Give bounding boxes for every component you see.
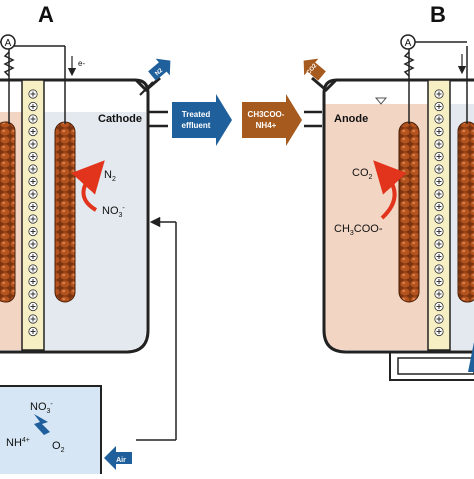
panel-b: B A Anode CO2 CH3COO- CO2: [303, 2, 474, 381]
membrane-ion-plus: [30, 304, 36, 309]
return-arrow-b: [468, 342, 474, 372]
cathode-electrode-b: [457, 121, 474, 303]
bottom-pipe-b: [389, 352, 474, 381]
membrane-ion-plus: [436, 291, 442, 297]
membrane-ion-plus: [436, 179, 442, 184]
membrane-ion-plus: [30, 279, 36, 284]
membrane-ion-plus: [30, 179, 36, 184]
gas-outlet-a-stub: [139, 81, 154, 96]
anode-electrode-b: [398, 121, 420, 303]
aeration-no3: NO3-: [30, 401, 53, 415]
panel-b-letter: B: [430, 2, 446, 27]
membrane-ion-plus: [436, 241, 442, 247]
membrane-a-ions: [28, 89, 38, 337]
species-n2: N2: [104, 169, 116, 183]
membrane-ion-plus: [30, 154, 36, 159]
svg-text:Air: Air: [116, 457, 126, 464]
membrane-ion-plus: [30, 229, 36, 234]
membrane-ion-plus: [30, 291, 36, 297]
gas-outlet-b: [311, 76, 338, 93]
panel-a-letter: A: [38, 2, 54, 27]
membrane-ion-plus: [30, 104, 36, 109]
membrane-ion-plus: [30, 216, 36, 222]
membrane-b-ions: [434, 89, 444, 337]
membrane-ion-plus: [436, 266, 442, 272]
resistor-b: [403, 51, 415, 77]
cathode-label: Cathode: [98, 113, 142, 125]
membrane-ion-plus: [30, 141, 36, 147]
air-arrow: Air: [104, 446, 132, 470]
membrane-ion-plus: [436, 329, 442, 334]
cathode-electrode-a: [54, 121, 76, 303]
membrane-ion-plus: [30, 266, 36, 272]
feed-arrow: CH3COO- NH4+: [242, 94, 302, 146]
gas-arrow-co2: [303, 58, 326, 81]
membrane-ion-plus: [436, 304, 442, 309]
membrane-ion-plus: [436, 154, 442, 159]
membrane-ion-plus: [436, 229, 442, 234]
membrane-ion-plus: [436, 316, 442, 322]
svg-text:N2: N2: [154, 67, 164, 77]
aeration-tank: [0, 385, 102, 479]
membrane-ion-plus: [30, 204, 36, 209]
membrane-ion-plus: [436, 216, 442, 222]
cathode-tank: [0, 78, 150, 354]
membrane-ion-plus: [436, 141, 442, 147]
membrane-ion-plus: [436, 191, 442, 197]
gas-arrow-n2: N2: [148, 58, 171, 81]
species-ch3coo: CH3COO-: [334, 223, 383, 237]
membrane-ion-plus: [436, 279, 442, 284]
membrane-ion-plus: [436, 166, 442, 172]
reaction-arrow-b: [373, 160, 407, 220]
svg-text:CH3COO-: CH3COO-: [248, 110, 285, 119]
reaction-arrow-a: [71, 160, 105, 212]
aeration-nh4: NH4+: [6, 437, 30, 449]
anode-tank: [322, 78, 474, 354]
membrane-ion-plus: [436, 91, 442, 97]
membrane-ion-plus: [30, 129, 36, 134]
aeration-o2: O2: [52, 440, 65, 454]
membrane-ion-plus: [30, 116, 36, 122]
svg-text:Treated: Treated: [182, 110, 211, 119]
ammeter-b-symbol: A: [405, 38, 412, 49]
treated-effluent-arrow: Treated effluent: [172, 94, 232, 146]
membrane-ion-plus: [30, 254, 36, 259]
electron-label-a: e-: [78, 59, 85, 68]
ammeter-a: [0, 34, 16, 50]
aeration-arrow: [34, 414, 50, 435]
svg-text:NH4+: NH4+: [256, 121, 277, 130]
panel-a: A A e- Cathode N2 NO3-: [0, 2, 232, 479]
membrane-ion-plus: [30, 316, 36, 322]
anode-electrode-a: [0, 121, 16, 303]
membrane-ion-plus: [30, 166, 36, 172]
membrane-ion-plus: [436, 204, 442, 209]
membrane-ion-plus: [436, 254, 442, 259]
resistor-a: [3, 51, 15, 77]
membrane-ion-plus: [30, 191, 36, 197]
ammeter-b: [400, 34, 416, 50]
membrane-ion-plus: [436, 104, 442, 109]
svg-text:effluent: effluent: [182, 121, 211, 130]
species-no3: NO3-: [102, 205, 125, 219]
membrane-ion-plus: [436, 129, 442, 134]
water-level-mark: [374, 97, 388, 105]
ammeter-a-symbol: A: [5, 38, 12, 49]
bottom-pipe-b-inner: [397, 357, 474, 375]
membrane-ion-plus: [30, 329, 36, 334]
anode-label: Anode: [334, 113, 368, 125]
membrane-ion-plus: [30, 91, 36, 97]
species-co2: CO2: [352, 167, 373, 181]
membrane-ion-plus: [30, 241, 36, 247]
membrane-ion-plus: [436, 116, 442, 122]
